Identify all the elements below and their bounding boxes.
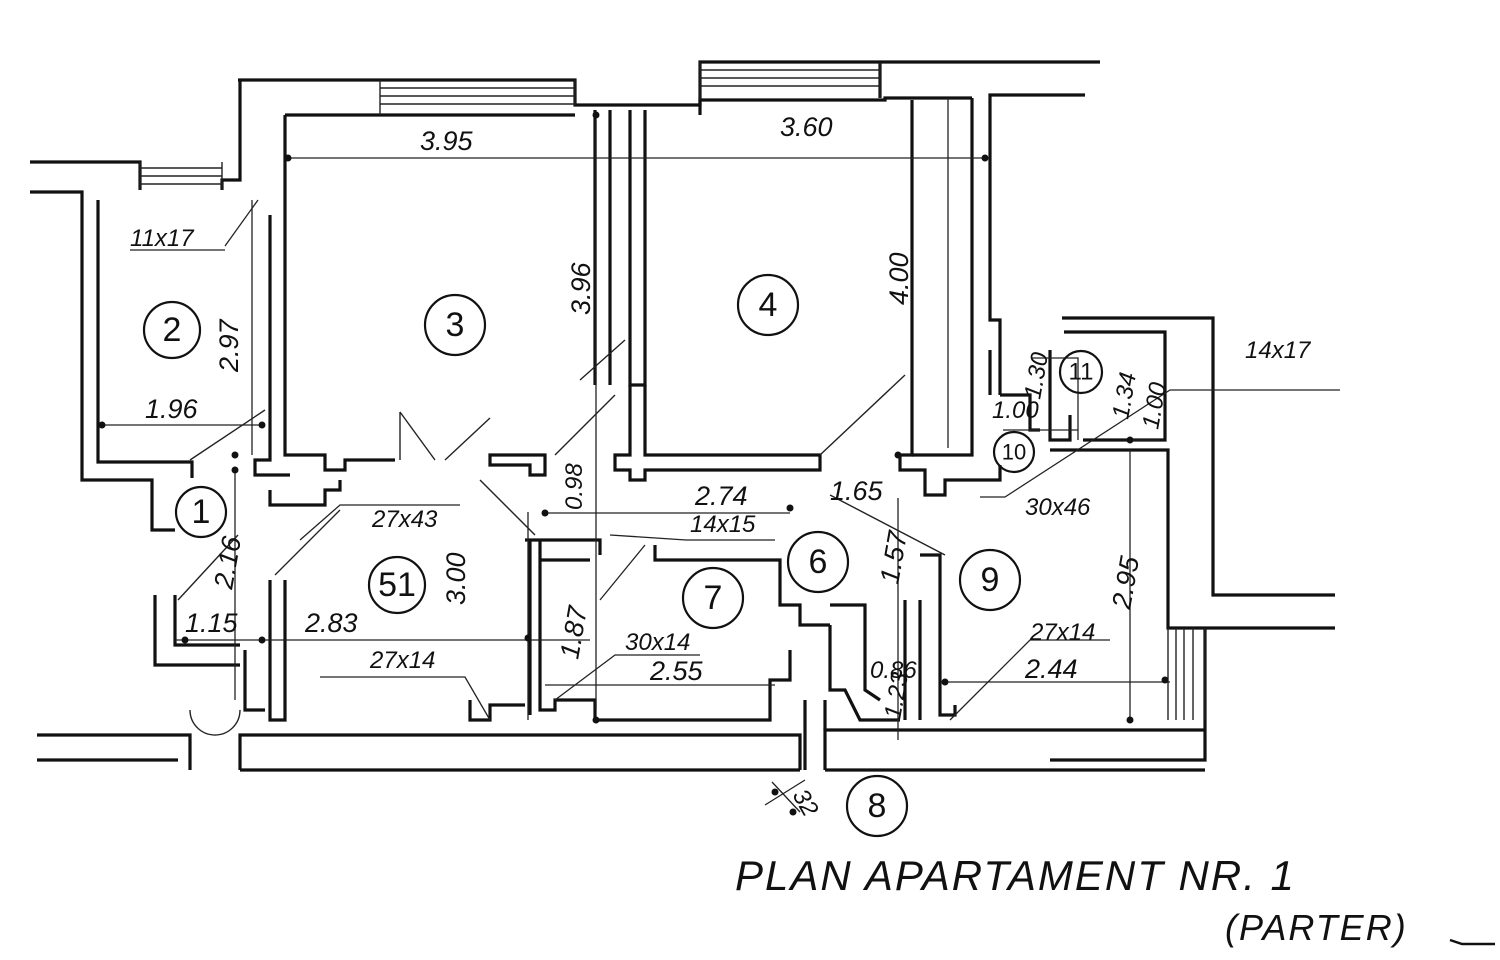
door-swings: [177, 339, 946, 736]
room-number-8: 8: [868, 787, 887, 825]
dim-label: 1.00: [1137, 380, 1172, 431]
room-number-6: 6: [809, 543, 828, 581]
dimension-lines: [102, 98, 1340, 813]
title-block: PLAN APARTAMENT NR. 1 (PARTER): [735, 852, 1495, 948]
dim-label: 30x14: [625, 629, 690, 656]
dim-label: 30x46: [1025, 494, 1091, 521]
room-marker-5: 51: [367, 555, 427, 615]
room-number-10: 10: [1002, 440, 1026, 465]
dim-label: 11x17: [130, 225, 195, 252]
dim-label: 3.96: [566, 261, 596, 315]
dim-label: 1.87: [554, 603, 593, 661]
room-number-3: 3: [446, 306, 465, 344]
room-marker-7: 7: [681, 566, 745, 630]
dim-label: 14x17: [1245, 337, 1312, 364]
dim-label: 27x14: [369, 647, 435, 674]
room-marker-6: 6: [786, 530, 850, 594]
plan-subtitle: (PARTER): [1225, 907, 1408, 948]
room-number-2: 2: [163, 311, 182, 349]
room-marker-3: 3: [423, 293, 487, 357]
room-number-1: 1: [192, 493, 211, 531]
dim-label: 2.83: [304, 608, 358, 638]
room-marker-10: 10: [992, 430, 1036, 474]
dim-label: 2.74: [694, 481, 748, 511]
room-marker-11: 11: [1058, 349, 1104, 395]
dim-label: 2.16: [208, 533, 247, 592]
interior-walls: [153, 100, 1072, 722]
room-markers: 1 2 3 4 51 6 7 8 9 10 11: [142, 273, 1104, 838]
room-number-4: 4: [759, 286, 778, 324]
room-number-11: 11: [1069, 359, 1094, 386]
dim-label: 3.95: [420, 126, 474, 156]
dim-label: 1.57: [874, 528, 913, 586]
dim-label: 3.00: [441, 552, 471, 605]
dim-label: 14x15: [690, 511, 756, 538]
dim-label: 32: [787, 785, 824, 822]
dim-label: 0.98: [561, 463, 588, 510]
dim-label: 2.55: [649, 656, 704, 686]
dim-label: 1.15: [185, 608, 239, 638]
dim-label: 1.34: [1107, 370, 1142, 421]
room-marker-1: 1: [174, 485, 228, 539]
dim-label: 2.97: [214, 318, 244, 373]
room-marker-8: 8: [845, 774, 909, 838]
dim-label: 1.00: [992, 397, 1039, 424]
dim-label: 1.65: [830, 476, 884, 506]
dim-label: 27x43: [371, 506, 438, 533]
dim-label: 3.60: [780, 112, 833, 142]
dim-label: 4.00: [884, 252, 914, 305]
outer-walls: [30, 60, 1335, 772]
dimension-dots: [98, 111, 1169, 816]
dim-label: 2.95: [1106, 553, 1145, 612]
dim-label: 1.96: [145, 394, 199, 424]
room-marker-9: 9: [958, 548, 1022, 612]
windows: [139, 62, 1206, 720]
dim-label: 2.44: [1024, 654, 1078, 684]
dim-label: 0.86: [870, 657, 917, 684]
room-marker-4: 4: [736, 273, 800, 337]
room-number-7: 7: [704, 579, 723, 617]
room-number-9: 9: [981, 561, 1000, 599]
room-marker-2: 2: [142, 300, 202, 360]
subtitle-underline: [1449, 938, 1495, 946]
dimension-labels: 3.95 3.60 11x17 2.97 1.96 3.96 4.00 14x1…: [130, 112, 1312, 821]
dim-label: 27x14: [1029, 619, 1095, 646]
plan-title: PLAN APARTAMENT NR. 1: [735, 852, 1296, 899]
room-number-5: 51: [378, 566, 416, 604]
